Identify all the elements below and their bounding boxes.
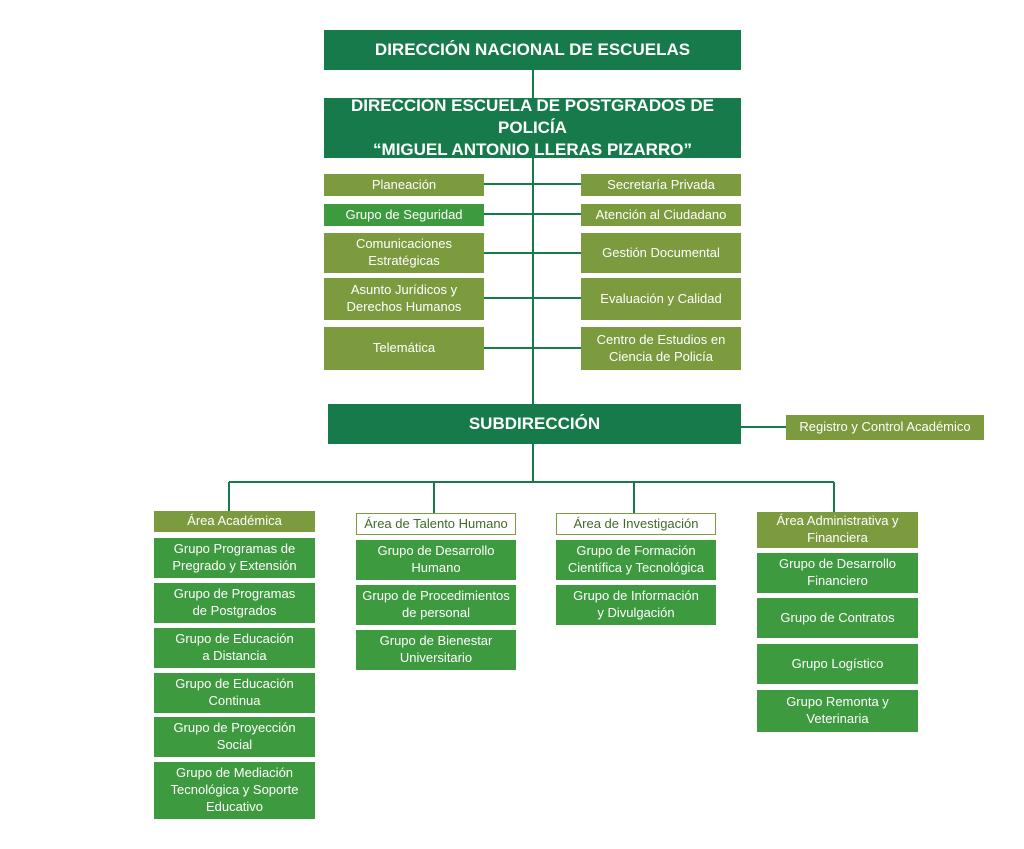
area-header-administrativa: Área Administrativa y Financiera: [757, 512, 918, 548]
area-title: Área Administrativa y Financiera: [776, 513, 899, 545]
area-title: Área Académica: [187, 513, 282, 529]
group-label: Grupo de Procedimientos de personal: [362, 588, 510, 620]
staff-left-box: Comunicaciones Estratégicas: [324, 233, 484, 273]
group-label: Grupo Logístico: [791, 655, 884, 671]
group-box: Grupo de Educación a Distancia: [154, 628, 315, 668]
staff-left-box: Planeación: [324, 174, 484, 196]
group-box: Grupo de Proyección Social: [154, 717, 315, 757]
group-label: Grupo de Información y Divulgación: [573, 588, 699, 620]
group-box: Grupo de Bienestar Universitario: [356, 630, 516, 670]
staff-right-label: Atención al Ciudadano: [595, 206, 727, 222]
area-title: Área de Investigación: [573, 515, 699, 531]
staff-left-label: Asunto Jurídicos y Derechos Humanos: [346, 282, 462, 314]
staff-right-box: Centro de Estudios en Ciencia de Policía: [581, 327, 741, 370]
staff-right-label: Evaluación y Calidad: [600, 290, 722, 306]
group-box: Grupo Logístico: [757, 644, 918, 684]
direccion-escuela-box: DIRECCIÓN ESCUELA DE POSTGRADOS DE POLIC…: [324, 95, 741, 160]
group-box: Grupo de Formación Científica y Tecnológ…: [556, 540, 716, 580]
direccion-escuela-label: DIRECCIÓN ESCUELA DE POSTGRADOS DE POLIC…: [350, 95, 715, 160]
area-header-academica: Área Académica: [154, 511, 315, 532]
staff-left-box: Grupo de Seguridad: [324, 204, 484, 226]
direccion-nacional-label: DIRECCIÓN NACIONAL DE ESCUELAS: [374, 39, 691, 59]
group-box: Grupo Remonta y Veterinaria: [757, 690, 918, 732]
group-box: Grupo de Contratos: [757, 598, 918, 638]
subdireccion-label: SUBDIRECCIÓN: [468, 413, 601, 433]
area-header-investigacion: Área de Investigación: [556, 513, 716, 535]
group-label: Grupo de Formación Científica y Tecnológ…: [567, 543, 705, 575]
staff-left-label: Comunicaciones Estratégicas: [355, 236, 453, 268]
group-label: Grupo de Educación a Distancia: [175, 631, 294, 663]
staff-right-label: Gestión Documental: [602, 244, 720, 260]
staff-left-box: Asunto Jurídicos y Derechos Humanos: [324, 278, 484, 320]
staff-right-box: Atención al Ciudadano: [581, 204, 741, 226]
staff-left-box: Telemática: [324, 327, 484, 370]
group-label: Grupo Programas de Pregrado y Extensión: [172, 541, 297, 573]
area-header-talento: Área de Talento Humano: [356, 513, 516, 535]
group-label: Grupo Remonta y Veterinaria: [786, 694, 889, 726]
group-label: Grupo de Programas de Postgrados: [173, 586, 296, 618]
group-box: Grupo de Información y Divulgación: [556, 585, 716, 625]
staff-left-label: Telemática: [372, 340, 436, 356]
group-box: Grupo de Desarrollo Financiero: [757, 553, 918, 593]
registro-label: Registro y Control Académico: [799, 419, 971, 435]
group-label: Grupo de Bienestar Universitario: [379, 633, 493, 665]
staff-left-label: Planeación: [371, 176, 437, 192]
staff-right-box: Secretaría Privada: [581, 174, 741, 196]
group-box: Grupo de Procedimientos de personal: [356, 585, 516, 625]
group-label: Grupo de Desarrollo Financiero: [778, 556, 897, 588]
staff-right-box: Evaluación y Calidad: [581, 278, 741, 320]
direccion-nacional-box: DIRECCIÓN NACIONAL DE ESCUELAS: [324, 30, 741, 70]
group-box: Grupo de Desarrollo Humano: [356, 540, 516, 580]
staff-right-box: Gestión Documental: [581, 233, 741, 273]
subdireccion-box: SUBDIRECCIÓN: [328, 404, 741, 444]
staff-right-label: Centro de Estudios en Ciencia de Policía: [596, 331, 726, 364]
group-label: Grupo de Contratos: [780, 609, 895, 625]
group-box: Grupo Programas de Pregrado y Extensión: [154, 538, 315, 578]
registro-box: Registro y Control Académico: [786, 415, 984, 440]
group-box: Grupo de Educación Continua: [154, 673, 315, 713]
group-label: Grupo de Desarrollo Humano: [377, 543, 495, 575]
group-label: Grupo de Mediación Tecnológica y Soporte…: [170, 765, 299, 814]
area-title: Área de Talento Humano: [364, 515, 508, 531]
group-label: Grupo de Proyección Social: [173, 720, 296, 752]
group-label: Grupo de Educación Continua: [175, 676, 294, 708]
staff-left-label: Grupo de Seguridad: [345, 206, 463, 222]
group-box: Grupo de Mediación Tecnológica y Soporte…: [154, 762, 315, 819]
staff-right-label: Secretaría Privada: [607, 176, 715, 192]
group-box: Grupo de Programas de Postgrados: [154, 583, 315, 623]
